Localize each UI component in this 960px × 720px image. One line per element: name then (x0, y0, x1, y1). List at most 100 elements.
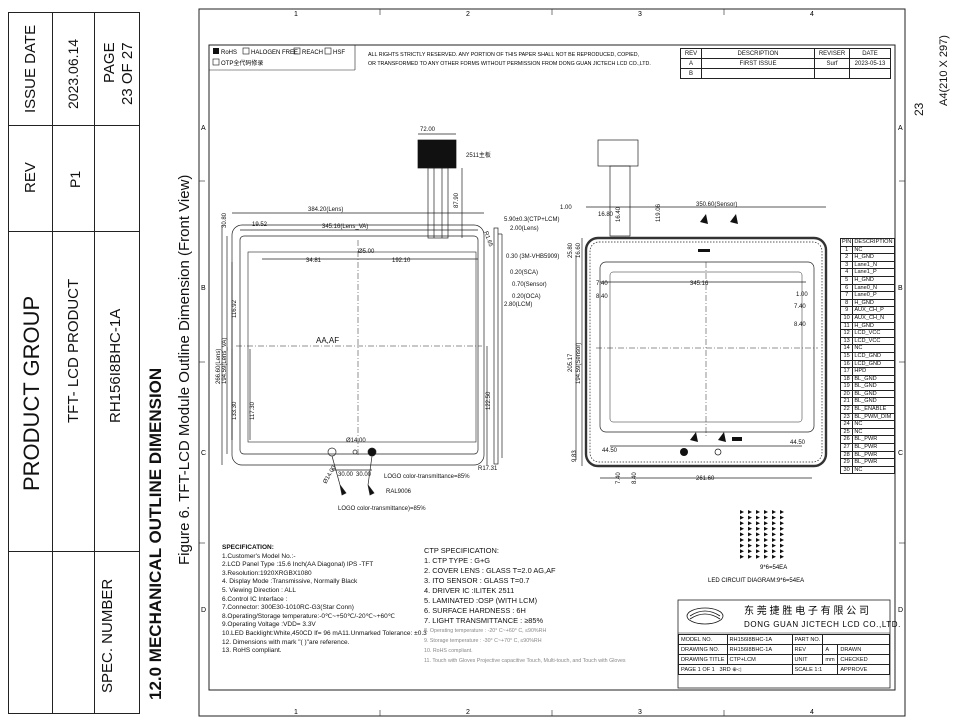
pin-description: LCD_GND (852, 359, 895, 369)
pin-description: H_GND (852, 253, 895, 262)
led-diode-icon (748, 526, 752, 531)
led-diode-icon (756, 526, 760, 531)
zone-row-a-right: A (898, 125, 903, 132)
tb-checked-label: CHECKED (837, 654, 890, 665)
led-diode-icon (748, 510, 752, 514)
dim-r-corner: R1.65 (482, 231, 493, 249)
check-reach: REACH (302, 50, 323, 56)
notice-line-2: OR TRANSFORMED TO ANY OTHER FORMS WITHOU… (368, 61, 651, 67)
dim-d740b: 7.40 (616, 472, 622, 484)
pin-description: H_GND (852, 321, 895, 331)
dim-va-width: 345.16(Lens_VA) (322, 224, 368, 230)
pin-number: 28 (839, 450, 854, 460)
rev-cell: B (680, 68, 702, 79)
dim-w-sensor: 350.60(Sensor) (696, 202, 737, 208)
spec-line: 8.Operating/Storage temperature:-0℃~+50℃… (222, 612, 396, 620)
pin-description: H_GND (852, 298, 895, 308)
led-diode-icon (748, 554, 752, 559)
title-block-frame (677, 599, 891, 689)
tb-angle: 3RD (719, 666, 731, 673)
pin-description: BL_PWR (852, 458, 895, 467)
spec-line: 2. COVER LENS : GLASS T=2.0 AG,AF (424, 566, 556, 575)
front-view (221, 133, 503, 496)
spec-line: 1.Customer's Model No.:- (222, 552, 296, 560)
led-diode-icon (756, 549, 760, 554)
zone-col-4: 4 (810, 11, 814, 18)
pin-number: 19 (839, 382, 854, 391)
led-diode-icon (772, 543, 776, 548)
sidebar-col-labels (9, 13, 53, 713)
dim-d740: 7.40 (596, 281, 608, 287)
dim-h116: 116.92 (232, 299, 238, 318)
led-diode-icon (740, 532, 744, 537)
fpc-label: 2511主板 (466, 151, 491, 159)
check-halogen: HALOGEN FREE (251, 50, 298, 56)
spec-line: 10.LED Backlight:White,450CD If= 96 mA11… (222, 629, 427, 637)
pin-description: Lane0_N (852, 283, 895, 293)
compliance-checks: RoHS HALOGEN FREE REACH HSF OTP全代码修录 (209, 45, 356, 71)
dim-d740-right: 7.40 (794, 304, 806, 310)
spec-line: 7. LIGHT TRANSMITTANCE : ≥85% (424, 616, 544, 625)
sidebar-divider (9, 125, 139, 126)
dim-lens-width: 384.20(Lens) (308, 207, 343, 213)
zone-row-c: C (201, 450, 206, 457)
dim-layer-4: 0.20(OCA) (512, 294, 541, 300)
pin-number: 26 (839, 435, 854, 445)
zone-row-c-right: C (898, 450, 903, 457)
dim-d25: 25.80 (568, 242, 574, 258)
led-diode-icon (772, 532, 776, 537)
notice-line-1: ALL RIGHTS STRICTLY RESERVED. ANY PORTIO… (368, 52, 639, 58)
pin-number: 22 (839, 405, 854, 414)
dim-h122: 122.50 (486, 391, 492, 410)
led-diode-icon (756, 538, 760, 542)
led-diode-icon (764, 538, 768, 542)
pin-description: LCD_VCC (852, 336, 895, 346)
dim-d840b: 8.40 (632, 472, 638, 484)
pin-number: 30 (839, 465, 854, 475)
pin-description: NC (852, 420, 895, 429)
tb-page: PAGE 1 OF 1 (681, 666, 715, 673)
dim-hole: 34.81 (306, 258, 322, 264)
title-block-table: MODEL NO. RH156I8BHC-1A PART NO. DRAWING… (678, 634, 890, 675)
dim-w345: 345.16 (690, 281, 709, 287)
led-matrix (740, 510, 784, 559)
dim-h133: 133.30 (232, 401, 238, 420)
pin-number: 25 (839, 427, 854, 437)
dim-d100: 1.00 (560, 205, 572, 211)
dim-layer-5: 2.80(LCM) (504, 302, 532, 308)
dim-bot-d2: Ø14.00 (346, 438, 366, 444)
dim-aa-width: 192.10 (392, 258, 411, 264)
zone-row-a: A (201, 125, 206, 132)
dim-d840-right: 8.40 (794, 322, 806, 328)
dim-d1680: 16.80 (598, 212, 614, 218)
led-diode-icon (756, 515, 760, 520)
rev-cell (701, 68, 815, 79)
pin-description: NC (852, 427, 895, 437)
led-diode-icon (764, 510, 768, 514)
rev-cell: 2023-05-13 (849, 58, 891, 69)
pin-description: H_GND (852, 275, 895, 285)
zone-col-1-bottom: 1 (294, 709, 298, 716)
zone-row-b-right: B (898, 285, 903, 292)
led-diode-icon (740, 521, 744, 526)
dim-fpc-len: 87.90 (454, 192, 460, 208)
spec-title: SPECIFICATION: (222, 544, 274, 551)
pin-description: HPD (852, 367, 895, 376)
spec-line: 1. CTP TYPE : G+G (424, 556, 491, 565)
led-diode-icon (740, 538, 744, 542)
tb-rev: A (822, 644, 839, 655)
zone-col-4-bottom: 4 (810, 709, 814, 716)
zone-col-1: 1 (294, 11, 298, 18)
led-diode-icon (772, 515, 776, 520)
tb-unit: mm (822, 654, 839, 665)
ctp-grey-lines: 8. Operating temperature : -20° C~+60° C… (424, 626, 626, 666)
